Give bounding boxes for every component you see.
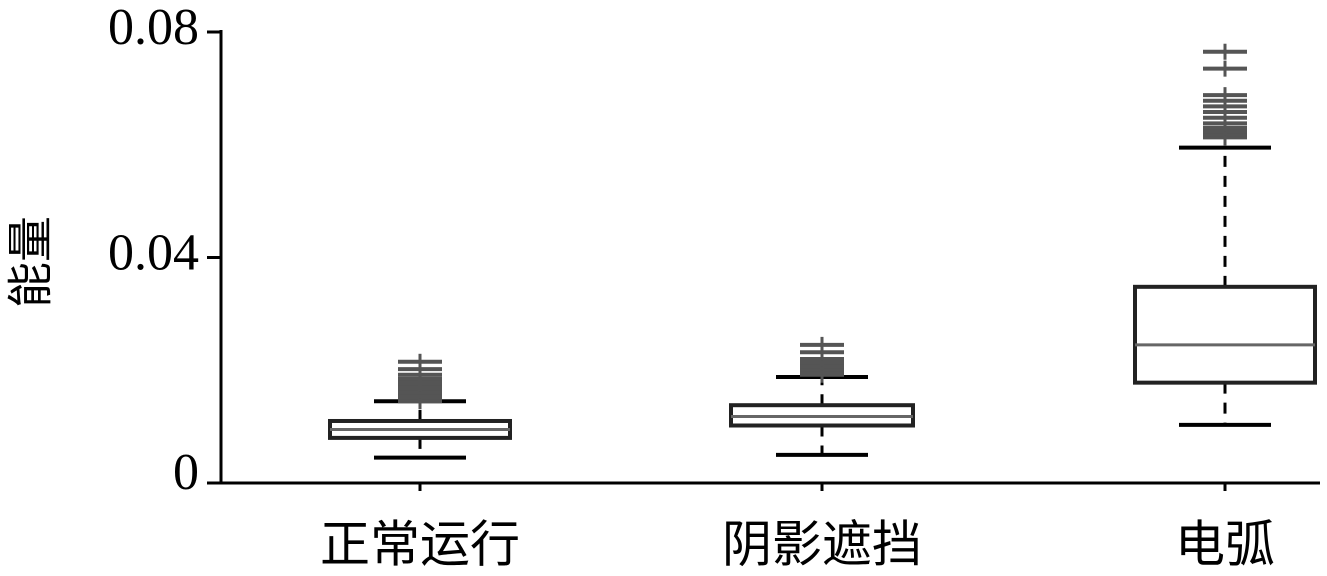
iqr-box: [1133, 284, 1317, 385]
x-category-label: 阴影遮挡: [722, 516, 922, 573]
y-tick-label: 0.04: [108, 224, 199, 281]
x-category-label: 正常运行: [320, 516, 520, 573]
x-category-label: 电弧: [1175, 516, 1275, 573]
y-axis-label: 能量: [4, 216, 58, 308]
y-tick-label: 0.08: [108, 0, 199, 56]
y-tick-label: 0: [173, 444, 199, 501]
